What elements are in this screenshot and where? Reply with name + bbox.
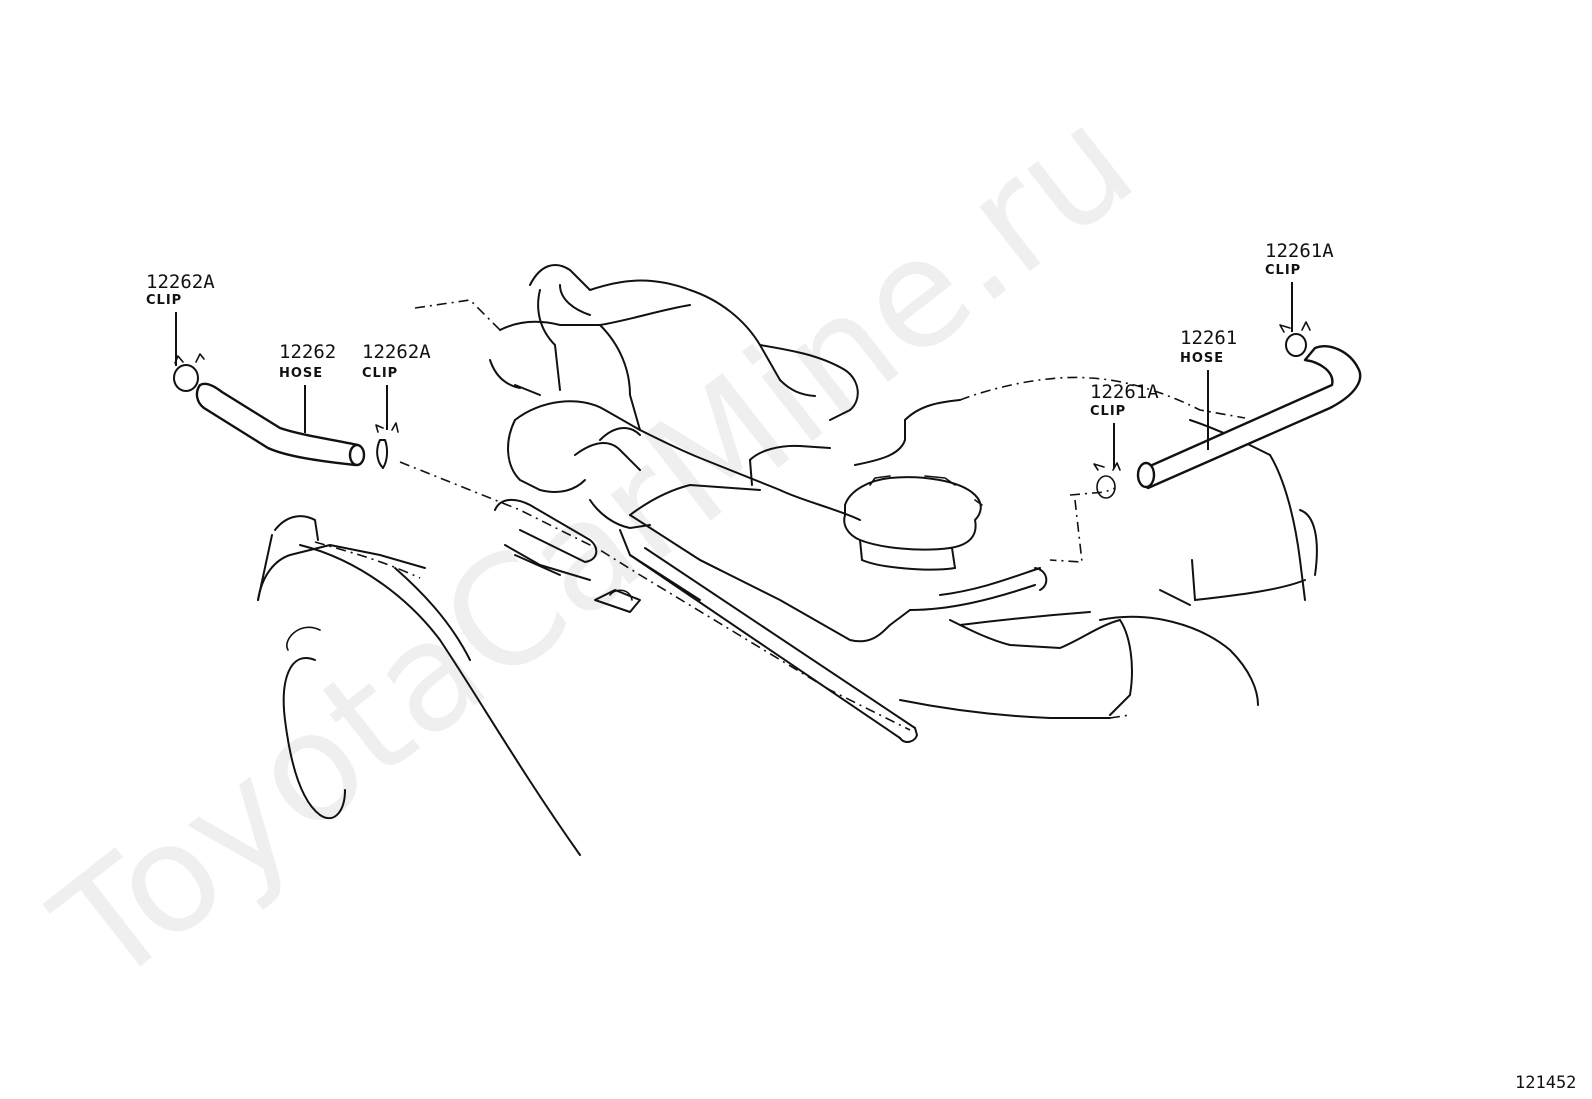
part-number-label: 12261A (1090, 381, 1159, 403)
part-name-label: HOSE (279, 366, 323, 381)
engine-outline (257, 264, 1318, 856)
clip-12261A-top (1279, 321, 1311, 357)
callout-12262A-right: 12262A CLIP (362, 341, 431, 430)
callout-12261A-mid: 12261A CLIP (1090, 381, 1159, 468)
oil-filler-cap (843, 475, 983, 571)
hose-12262 (195, 382, 366, 467)
diagram-number: 121452 (1515, 1073, 1576, 1093)
part-number-label: 12261 (1180, 327, 1237, 349)
part-name-label: CLIP (362, 366, 398, 381)
clip-12262A-right (375, 422, 399, 469)
callout-12262A-left: 12262A CLIP (146, 271, 215, 366)
callout-12262: 12262 HOSE (279, 341, 336, 433)
callout-12261: 12261 HOSE (1180, 327, 1237, 450)
part-name-label: HOSE (1180, 351, 1224, 366)
part-name-label: CLIP (146, 293, 182, 308)
callout-12261A-top: 12261A CLIP (1265, 240, 1334, 332)
part-name-label: CLIP (1090, 404, 1126, 419)
part-number-label: 12262 (279, 341, 336, 363)
clip-12261A-mid (1093, 462, 1121, 499)
hose-12261 (1136, 345, 1362, 490)
part-number-label: 12262A (146, 271, 215, 293)
phantom-lines (314, 299, 1246, 731)
part-number-label: 12262A (362, 341, 431, 363)
part-number-label: 12261A (1265, 240, 1334, 262)
part-name-label: CLIP (1265, 263, 1301, 278)
